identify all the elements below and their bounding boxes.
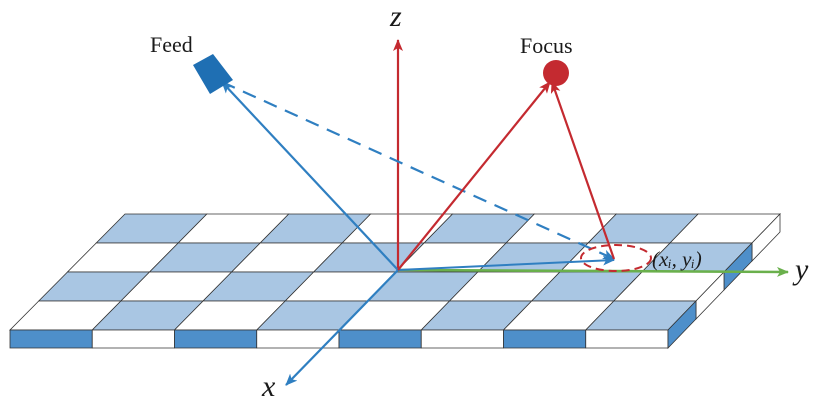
element-coordinate-label: (xᵢ, yᵢ): [652, 247, 702, 271]
origin-to-element-arrow: [397, 255, 615, 271]
focus-point-icon: [543, 60, 569, 86]
board-edge-front: [256, 329, 340, 349]
board-edge-front: [174, 329, 258, 349]
z-axis-label: z: [390, 0, 402, 33]
board-edge-front: [585, 329, 669, 349]
origin-to-feed-arrow: [221, 81, 399, 271]
element-highlight-ellipse: [580, 244, 652, 272]
board-edge-front: [503, 329, 587, 349]
origin-to-focus-arrow: [397, 81, 551, 271]
board-edge-front: [91, 329, 175, 349]
y-axis-arrow: [397, 266, 789, 277]
y-axis-label: y: [795, 253, 809, 286]
reflectarray-surface: [9, 213, 781, 349]
focus-label: Focus: [520, 33, 573, 58]
element-to-focus-arrow: [550, 81, 616, 260]
board-edge-front: [9, 329, 93, 349]
board-edge-side: [667, 300, 697, 349]
feed-horn-icon: [193, 54, 233, 94]
board-edge-front: [420, 329, 504, 349]
x-axis-arrow: [285, 269, 399, 386]
x-axis-label: x: [262, 370, 276, 403]
board-edge-front: [338, 329, 422, 349]
feed-to-element-ray: [221, 80, 615, 261]
feed-label: Feed: [150, 32, 193, 57]
